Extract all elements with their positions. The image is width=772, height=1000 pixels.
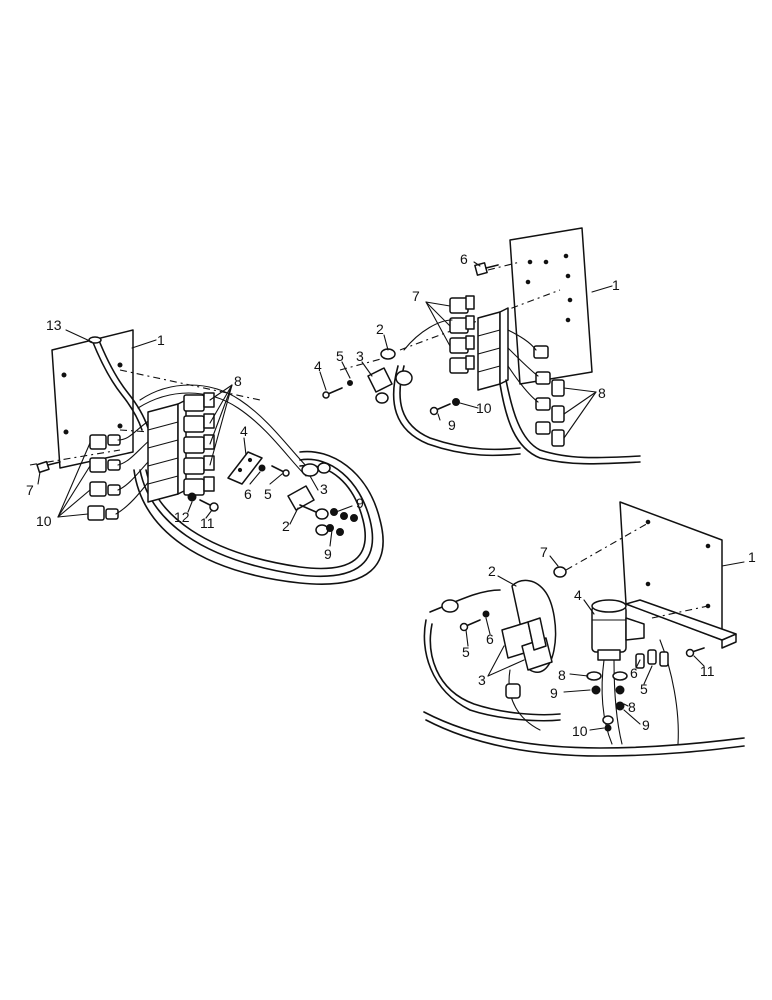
connector-group xyxy=(87,434,121,521)
mounting-plate xyxy=(509,227,593,385)
callout-label: 9 xyxy=(448,417,456,433)
callout-label: 4 xyxy=(314,358,322,374)
hose xyxy=(91,339,143,431)
callout-label: 5 xyxy=(336,348,344,364)
screw xyxy=(459,619,481,632)
terminal-hardware xyxy=(586,671,628,732)
leader-lines xyxy=(37,329,353,547)
screw xyxy=(322,387,343,399)
callout-label: 10 xyxy=(36,513,52,529)
washer xyxy=(482,610,490,618)
callout-label: 2 xyxy=(376,321,384,337)
screw xyxy=(36,460,61,474)
leader-lines xyxy=(465,555,745,731)
callout-label: 9 xyxy=(324,546,332,562)
callout-label: 9 xyxy=(550,685,558,701)
relay-block xyxy=(477,307,509,391)
callout-label: 7 xyxy=(26,482,34,498)
washer xyxy=(187,492,197,502)
callout-label: 1 xyxy=(157,332,165,348)
relay-pair xyxy=(501,617,553,671)
callout-label: 11 xyxy=(200,515,215,531)
callout-label: 12 xyxy=(174,509,190,525)
wire-bundle xyxy=(392,319,641,465)
callout-label: 1 xyxy=(612,277,620,293)
callout-label: 3 xyxy=(478,672,486,688)
connector-group xyxy=(635,649,669,669)
screw xyxy=(271,465,290,477)
callout-label: 9 xyxy=(356,495,364,511)
relay-stack xyxy=(183,392,215,496)
callout-label: 3 xyxy=(356,348,364,364)
view-upper-right-assembly: 6 1 7 2 3 5 4 8 10 9 xyxy=(314,227,641,465)
bracket xyxy=(227,451,263,485)
screw xyxy=(685,647,705,658)
callout-label: 7 xyxy=(412,288,420,304)
washer xyxy=(258,464,266,472)
callout-label: 6 xyxy=(486,631,494,647)
nut xyxy=(452,398,460,406)
wire-bundle xyxy=(115,384,384,585)
callout-label: 11 xyxy=(700,663,715,679)
callout-label: 8 xyxy=(558,667,566,683)
view-lower-right-assembly: 7 1 2 4 6 5 3 8 9 8 9 10 6 5 11 xyxy=(423,501,756,757)
leader-lines xyxy=(319,261,613,439)
relay-block xyxy=(147,399,187,503)
view-left-assembly: 13 1 8 4 6 5 3 9 2 9 12 11 7 10 xyxy=(26,317,384,585)
callout-label: 6 xyxy=(244,486,252,502)
callout-label: 5 xyxy=(264,486,272,502)
screw xyxy=(474,262,499,276)
callout-label: 5 xyxy=(640,681,648,697)
callout-label: 8 xyxy=(234,373,242,389)
fuse-holder xyxy=(367,348,413,404)
callout-label: 10 xyxy=(476,400,492,416)
callout-label: 8 xyxy=(598,385,606,401)
callout-label: 9 xyxy=(642,717,650,733)
callout-label: 6 xyxy=(460,251,468,267)
nut-group xyxy=(326,508,358,536)
wire-bundle xyxy=(423,589,745,757)
callout-label: 7 xyxy=(540,544,548,560)
callout-label: 4 xyxy=(240,423,248,439)
callout-label: 5 xyxy=(462,644,470,660)
relay-stack xyxy=(449,295,475,374)
callout-label: 1 xyxy=(748,549,756,565)
callout-label: 8 xyxy=(628,699,636,715)
mounting-plate xyxy=(51,329,134,469)
callout-label: 10 xyxy=(572,723,588,739)
callout-label: 6 xyxy=(630,665,638,681)
callout-label: 3 xyxy=(320,481,328,497)
washer xyxy=(347,380,353,386)
callout-label: 4 xyxy=(574,587,582,603)
solenoid xyxy=(591,599,645,661)
spacer xyxy=(553,566,567,578)
callout-label: 2 xyxy=(488,563,496,579)
screw xyxy=(429,403,451,416)
screw xyxy=(199,499,219,512)
fuse-holder xyxy=(287,462,331,536)
callout-label: 13 xyxy=(46,317,62,333)
callout-label: 2 xyxy=(282,518,290,534)
